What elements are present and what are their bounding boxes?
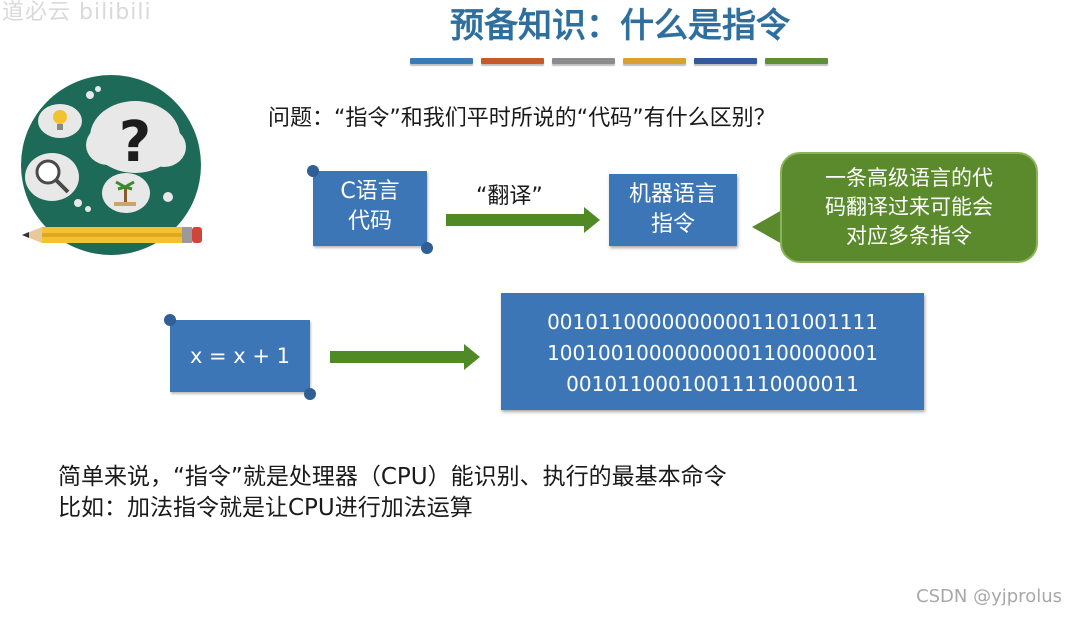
- callout-bubble: 一条高级语言的代 码翻译过来可能会 对应多条指令: [780, 152, 1038, 263]
- thinking-head-icon: ?: [21, 75, 202, 255]
- c-code-scroll: C语言 代码: [307, 165, 433, 254]
- accent-bar-yellow: [623, 58, 686, 64]
- callout-line2: 码翻译过来可能会: [825, 195, 993, 219]
- accent-bars: [410, 58, 828, 64]
- accent-bar-orange: [481, 58, 544, 64]
- question-text: 问题：“指令”和我们平时所说的“代码”有什么区别？: [268, 106, 776, 131]
- callout-line1: 一条高级语言的代: [825, 166, 993, 190]
- binary-line: 00101100010011110000011: [566, 372, 859, 396]
- binary-line: 00101100000000001101001111: [547, 310, 878, 334]
- watermark-top: 道必云 bilibili: [2, 0, 152, 25]
- accent-bar-blue: [410, 58, 473, 64]
- question-mark-icon: ?: [86, 101, 186, 175]
- machine-box-line1: 机器语言: [628, 182, 717, 207]
- machine-box-line2: 指令: [650, 212, 695, 237]
- callout-line3: 对应多条指令: [846, 224, 972, 248]
- magnifier-icon: [25, 153, 79, 201]
- page-title: 预备知识：什么是指令: [450, 6, 790, 46]
- arrow-head-icon: [464, 344, 480, 370]
- compile-arrow: [330, 344, 480, 370]
- translate-arrow: [446, 207, 600, 233]
- accent-bar-navy: [694, 58, 757, 64]
- csdn-credit: CSDN @yjprolus: [916, 586, 1062, 607]
- svg-text:?: ?: [119, 110, 151, 175]
- translate-label: “翻译”: [476, 184, 543, 209]
- c-code-line1: C语言: [340, 179, 400, 204]
- palm-tree-icon: [102, 173, 150, 213]
- accent-bar-green: [765, 58, 828, 64]
- binary-line: 10010010000000001100000001: [547, 341, 878, 365]
- arrow-head-icon: [584, 207, 600, 233]
- machine-instruction-box: 机器语言 指令: [609, 174, 737, 246]
- binary-code-box: 00101100000000001101001111 1001001000000…: [501, 293, 924, 410]
- summary-line2: 比如：加法指令就是让CPU进行加法运算: [58, 495, 473, 521]
- summary-line1: 简单来说，“指令”就是处理器（CPU）能识别、执行的最基本命令: [58, 464, 727, 490]
- expression-scroll: x = x + 1: [164, 314, 316, 400]
- lightbulb-icon: [38, 104, 82, 138]
- callout-tail: [752, 210, 782, 244]
- c-code-line2: 代码: [347, 209, 392, 234]
- accent-bar-gray: [552, 58, 615, 64]
- pencil-icon: [22, 227, 202, 243]
- summary-text: 简单来说，“指令”就是处理器（CPU）能识别、执行的最基本命令 比如：加法指令就…: [58, 462, 727, 524]
